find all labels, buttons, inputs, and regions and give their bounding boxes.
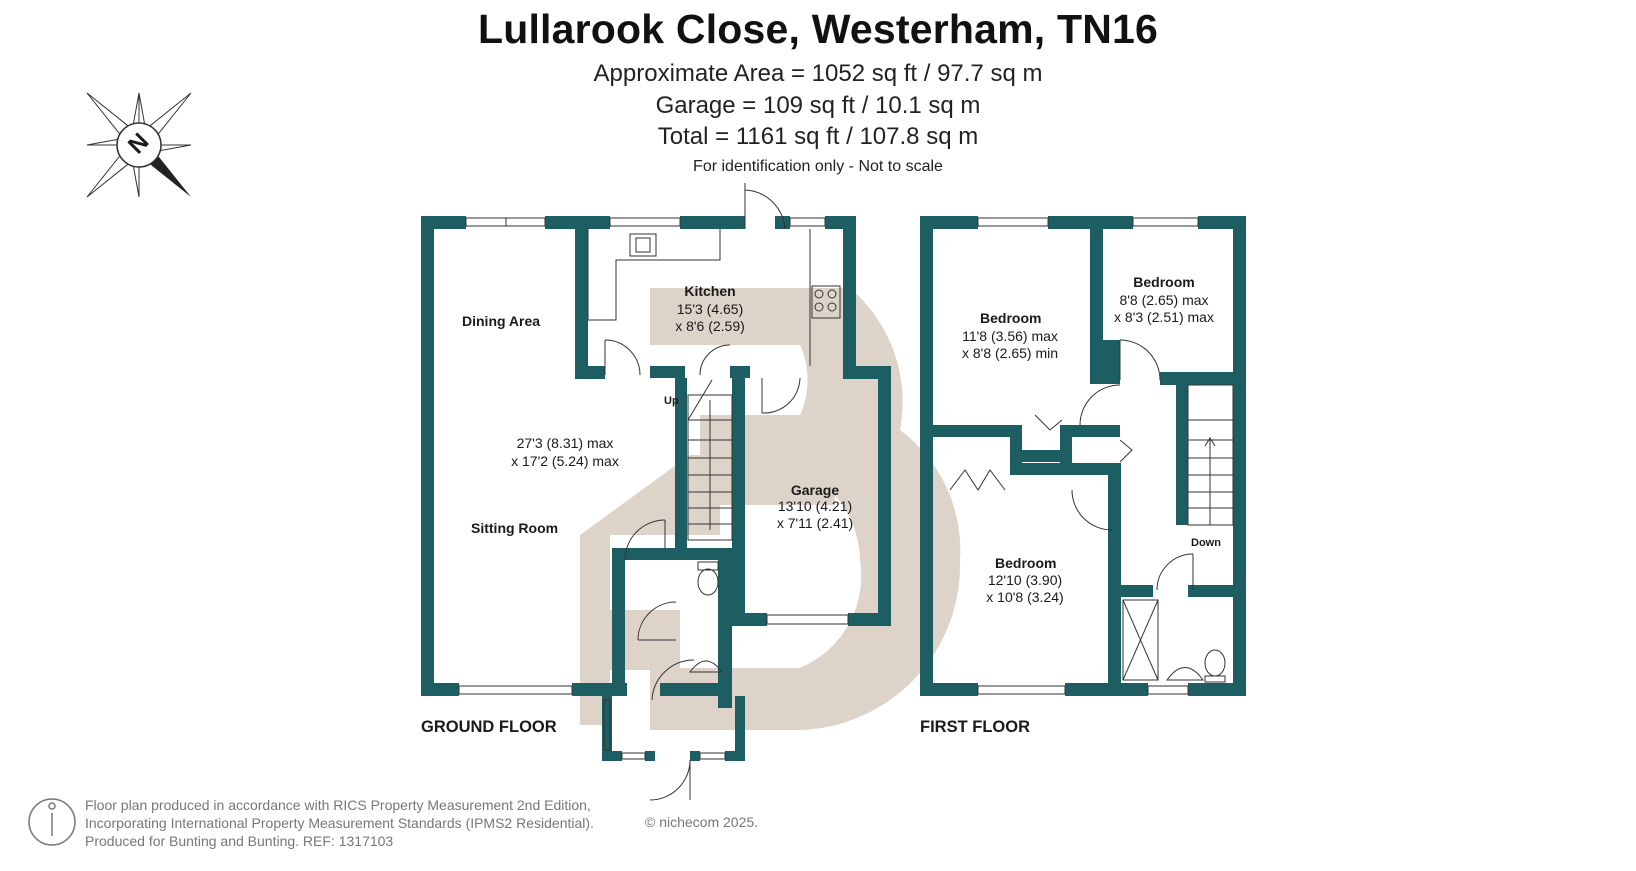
bedroom-2-dim-2: x 8'3 (2.51) max	[1114, 309, 1214, 325]
first-floor-fixtures	[949, 217, 1234, 695]
sitting-room-dim-2: x 17'2 (5.24) max	[511, 453, 619, 469]
bedroom-1-dim-2: x 8'8 (2.65) min	[961, 345, 1059, 361]
kitchen-dim-1: 15'3 (4.65)	[676, 301, 744, 317]
footer-line-3: Produced for Bunting and Bunting. REF: 1…	[85, 833, 394, 849]
garage-dim-2: x 7'11 (2.41)	[776, 515, 854, 531]
footer-line-2: Incorporating International Property Mea…	[85, 815, 594, 831]
ground-floor-label: GROUND FLOOR	[421, 718, 557, 736]
bedroom-2-dim-1: 8'8 (2.65) max	[1119, 292, 1209, 308]
first-floor-label: FIRST FLOOR	[920, 718, 1030, 736]
bedroom-3-dim-1: 12'10 (3.90)	[987, 572, 1063, 588]
garage-dim-1: 13'10 (4.21)	[777, 498, 853, 514]
plan-title: Lullarook Close, Westerham, TN16	[477, 6, 1159, 52]
total-area: Total = 1161 sq ft / 107.8 sq m	[657, 123, 979, 150]
first-floor-walls	[920, 216, 1246, 696]
kitchen-label: Kitchen	[684, 283, 736, 299]
footer-text: Floor plan produced in accordance with R…	[85, 796, 594, 850]
kitchen-dim-2: x 8'6 (2.59)	[675, 318, 745, 334]
ground-floor-fixtures	[458, 183, 849, 801]
scale-note: For identification only - Not to scale	[693, 158, 943, 175]
compass-rose-icon	[86, 92, 192, 198]
bedroom-3-label: Bedroom	[995, 555, 1057, 571]
sitting-room-dim-1: 27'3 (8.31) max	[516, 435, 614, 451]
dining-area-label: Dining Area	[462, 313, 541, 329]
garage-label: Garage	[790, 482, 840, 498]
info-person-icon	[28, 798, 76, 846]
copyright: © nichecom 2025.	[645, 814, 759, 830]
footer-line-1: Floor plan produced in accordance with R…	[85, 797, 591, 813]
bedroom-2-label: Bedroom	[1133, 274, 1195, 290]
approximate-area: Approximate Area = 1052 sq ft / 97.7 sq …	[593, 60, 1043, 87]
stairs-up-label: Up	[664, 395, 679, 407]
bedroom-1-label: Bedroom	[980, 310, 1042, 326]
garage-area: Garage = 109 sq ft / 10.1 sq m	[655, 92, 981, 119]
sitting-room-label: Sitting Room	[471, 520, 559, 536]
bedroom-3-dim-2: x 10'8 (3.24)	[986, 589, 1064, 605]
bedroom-1-dim-1: 11'8 (3.56) max	[962, 328, 1058, 344]
stairs-down-label: Down	[1191, 537, 1221, 549]
ground-floor-walls	[421, 216, 891, 761]
